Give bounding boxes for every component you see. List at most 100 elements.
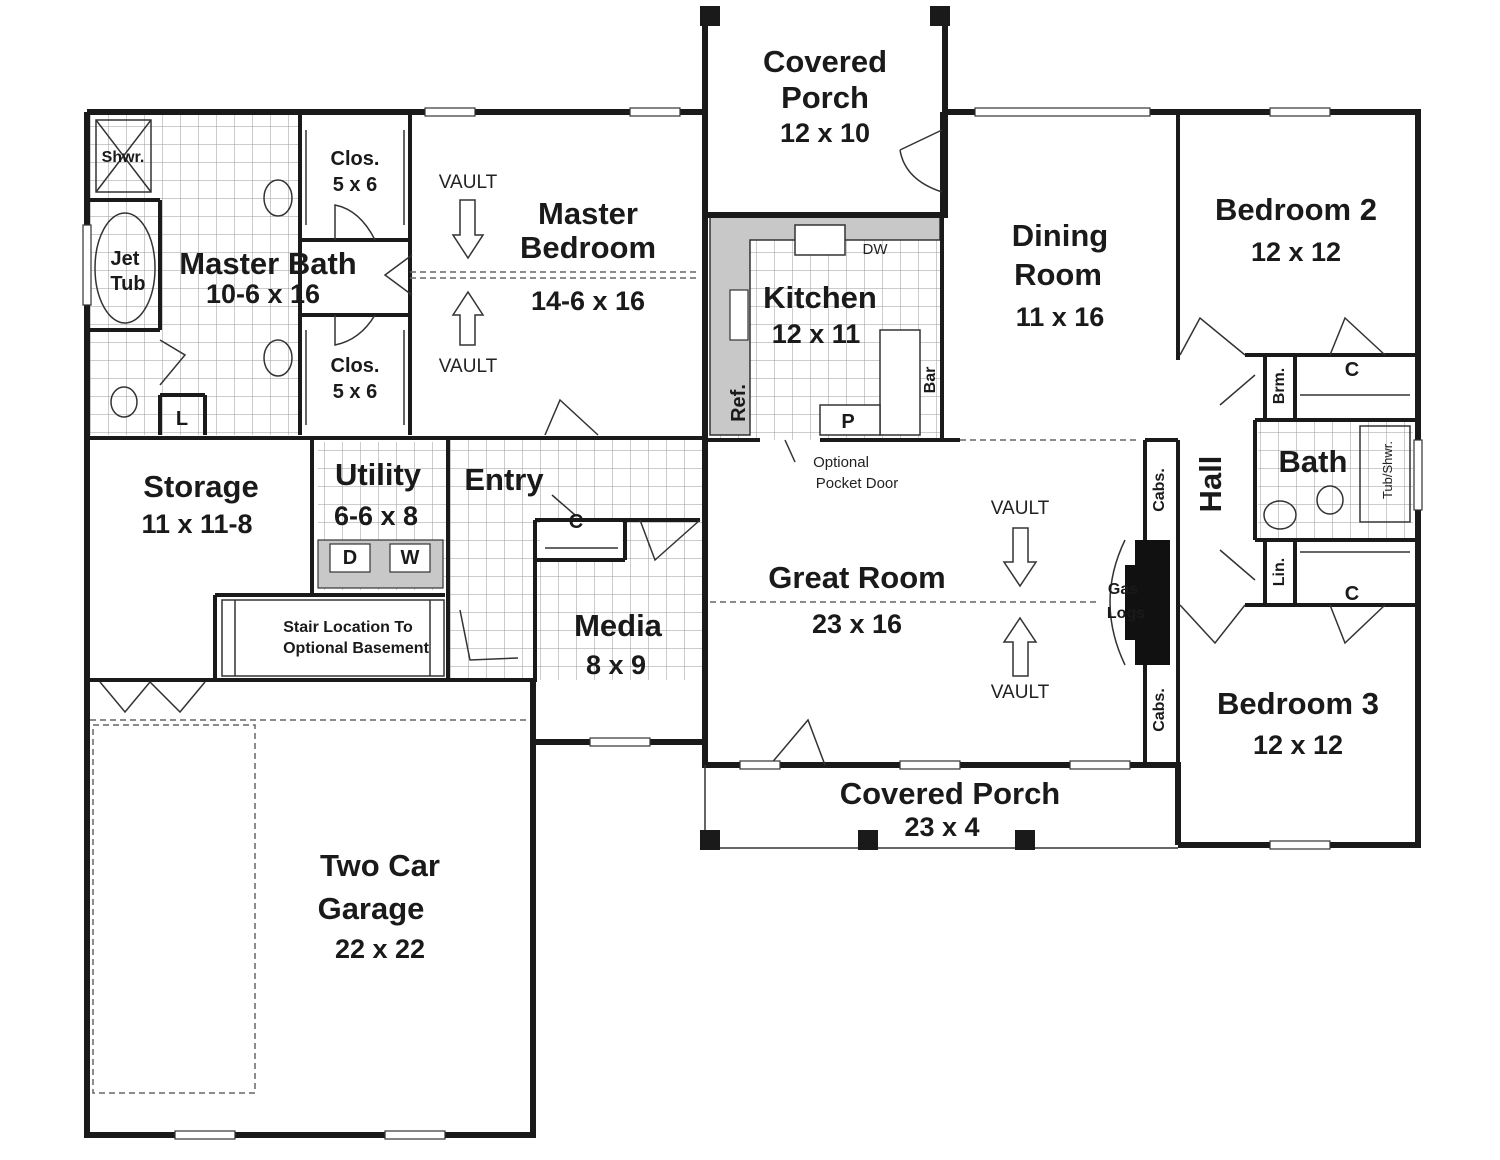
- dining-room-name-1: Dining: [1012, 218, 1108, 253]
- arrow-up-icon: [1002, 616, 1038, 677]
- closet-1-dims: 5 x 6: [333, 174, 377, 196]
- master-bedroom-name-1: Master: [538, 196, 638, 231]
- windows: [82, 107, 1423, 1140]
- linen-l-label: L: [176, 408, 188, 430]
- covered-porch-bottom-dims: 23 x 4: [904, 812, 979, 842]
- bath-fixtures: [94, 119, 1411, 530]
- garage-name-2: Garage: [318, 891, 425, 926]
- closet-1-name: Clos.: [331, 148, 380, 170]
- pocket-door-leader: [784, 439, 796, 463]
- vault-arrows: [451, 199, 1038, 677]
- dining-room-dims: 11 x 16: [1016, 302, 1105, 332]
- great-room-dims: 23 x 16: [812, 609, 902, 639]
- garage-name-1: Two Car: [320, 848, 440, 883]
- kitchen-counters: [709, 216, 941, 436]
- bedroom-2-dims: 12 x 12: [1251, 237, 1341, 267]
- washer-label: W: [401, 547, 420, 569]
- arrow-down-icon: [1002, 527, 1038, 588]
- dryer-label: D: [343, 547, 357, 569]
- closet-2-name: Clos.: [331, 355, 380, 377]
- media-name: Media: [574, 608, 663, 643]
- covered-porch-bottom-name: Covered Porch: [840, 776, 1061, 811]
- dryer-box: [329, 543, 371, 573]
- gas-logs-label-2: Logs: [1107, 605, 1145, 622]
- dining-room-name-2: Room: [1014, 257, 1102, 292]
- gas-logs-label-1: Gas: [1108, 581, 1138, 598]
- master-bath-dims: 10-6 x 16: [206, 279, 320, 309]
- bedroom-2-name: Bedroom 2: [1215, 192, 1377, 227]
- kitchen-dims: 12 x 11: [772, 319, 861, 349]
- bedroom-3-name: Bedroom 3: [1217, 686, 1379, 721]
- master-bath-name: Master Bath: [179, 246, 356, 281]
- covered-porch-top-name-2: Porch: [781, 80, 869, 115]
- interior-walls: [90, 112, 1415, 765]
- master-bedroom-name-2: Bedroom: [520, 230, 656, 265]
- closet-shelving: [305, 130, 1410, 553]
- closet-bed3-label: C: [1345, 583, 1359, 605]
- vault-master-top: VAULT: [439, 172, 498, 193]
- bar-label: Bar: [922, 367, 939, 394]
- entry-closet-floor: [540, 520, 622, 560]
- kitchen-name: Kitchen: [763, 280, 877, 315]
- media-dims: 8 x 9: [586, 650, 646, 680]
- shower-label: Shwr.: [102, 149, 145, 166]
- covered-porch-top-name-1: Covered: [763, 44, 887, 79]
- linen-closet-label: Lin.: [1271, 558, 1288, 586]
- fireplace: [1125, 540, 1170, 665]
- refrigerator-label: Ref.: [728, 384, 750, 422]
- broom-closet-label: Brm.: [1271, 368, 1288, 404]
- bath-name: Bath: [1279, 444, 1348, 479]
- jet-tub-label-2: Tub: [110, 273, 145, 295]
- sink-icon: [1263, 500, 1297, 530]
- covered-porch-top-dims: 12 x 10: [780, 118, 870, 148]
- jet-tub-label-1: Jet: [111, 248, 140, 270]
- stair-note-2: Optional Basement: [283, 640, 429, 657]
- hall-name: Hall: [1193, 456, 1228, 513]
- sink-icon: [263, 179, 293, 217]
- great-room-name: Great Room: [768, 560, 945, 595]
- stairs: [221, 599, 445, 677]
- utility-dims: 6-6 x 8: [334, 501, 418, 531]
- doors: [99, 129, 1386, 766]
- shower-icon: [95, 119, 152, 193]
- sink-icon: [794, 224, 846, 256]
- master-bath-tile: [90, 115, 300, 435]
- room-labels: Covered Porch 12 x 10 Shwr. Jet Tub Mast…: [102, 44, 1395, 964]
- vault-master-bottom: VAULT: [439, 356, 498, 377]
- posts: [700, 6, 1035, 850]
- tub-shower-icon: [1359, 425, 1411, 523]
- garage-dims: 22 x 22: [335, 934, 425, 964]
- vault-great-bottom: VAULT: [991, 682, 1050, 703]
- arrow-down-icon: [451, 199, 485, 260]
- toilet-icon: [1316, 485, 1344, 515]
- vault-great-top: VAULT: [991, 498, 1050, 519]
- closet-bed2-label: C: [1345, 359, 1359, 381]
- cabinets-bottom-label: Cabs.: [1151, 688, 1168, 732]
- closet-entry-label: C: [569, 511, 583, 533]
- stair-note-1: Stair Location To: [283, 619, 413, 636]
- master-bedroom-dims: 14-6 x 16: [531, 286, 645, 316]
- bath-tile: [1258, 420, 1413, 540]
- washer-box: [389, 543, 431, 573]
- closet-2-dims: 5 x 6: [333, 381, 377, 403]
- stove-icon: [729, 289, 749, 341]
- storage-name: Storage: [143, 469, 258, 504]
- bedroom-3-dims: 12 x 12: [1253, 730, 1343, 760]
- utility-name: Utility: [335, 457, 422, 492]
- jet-tub-icon: [94, 212, 156, 324]
- cabinets-top-label: Cabs.: [1151, 468, 1168, 512]
- sink-icon: [263, 339, 293, 377]
- storage-dims: 11 x 11-8: [141, 509, 252, 539]
- arrow-up-icon: [451, 290, 485, 346]
- pocket-door-note-2: Pocket Door: [816, 475, 899, 492]
- toilet-icon: [110, 386, 138, 418]
- pantry-label: P: [841, 411, 854, 433]
- pocket-door-note-1: Optional: [813, 454, 869, 471]
- tile-floors: [90, 115, 1413, 680]
- tub-shower-label: Tub/Shwr.: [1380, 441, 1395, 499]
- entry-name: Entry: [464, 462, 544, 497]
- dashed-lines: [90, 271, 1140, 1094]
- hearth: [1109, 539, 1126, 666]
- dishwasher-label: DW: [863, 241, 889, 258]
